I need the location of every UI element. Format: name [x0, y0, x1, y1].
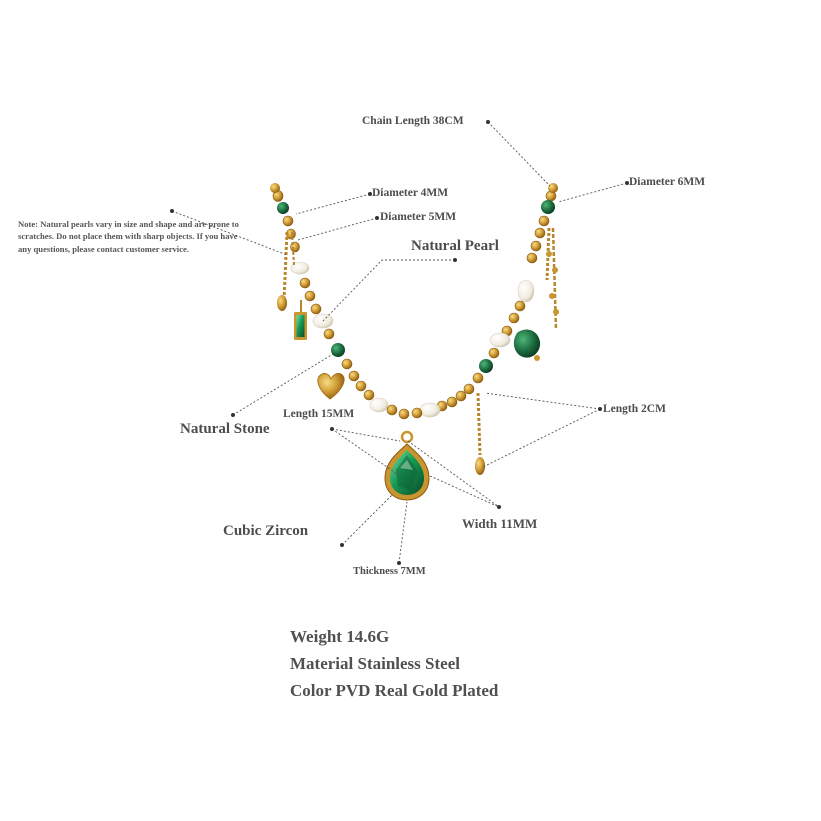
leader-lines — [171, 121, 628, 564]
right-small-tassel — [475, 392, 485, 475]
natural-pearl-label: Natural Pearl — [411, 238, 499, 254]
right-ornate-tassel — [545, 227, 559, 331]
pearl-bead — [290, 261, 310, 275]
gold-bead — [282, 215, 294, 227]
pearl-bead — [419, 402, 441, 418]
pearl-bead — [369, 397, 389, 413]
gold-bead — [398, 408, 410, 420]
natural-stone-label: Natural Stone — [180, 421, 270, 437]
gold-bead — [538, 215, 550, 227]
gold-bead — [446, 396, 458, 408]
spec-material: Material Stainless Steel — [290, 654, 460, 673]
gold-bead — [355, 380, 367, 392]
spec-weight: Weight 14.6G — [290, 627, 390, 646]
diameter-6mm-label: Diameter 6MM — [629, 176, 706, 188]
gold-bead — [348, 370, 360, 382]
gold-bead — [534, 227, 546, 239]
care-note: Note: Natural pearls vary in size and sh… — [18, 219, 239, 254]
green-nugget-charm — [513, 329, 541, 361]
gold-bead — [526, 252, 538, 264]
stone-bead — [277, 202, 289, 214]
chain-end-right — [548, 183, 558, 193]
length-2cm-label: Length 2CM — [603, 403, 666, 415]
gold-bead — [310, 303, 322, 315]
pearl-bead — [517, 279, 535, 303]
baguette-charm — [294, 300, 307, 340]
chain-beads — [272, 190, 557, 420]
gold-bead — [463, 383, 475, 395]
gold-bead — [304, 290, 316, 302]
chain-end-left — [270, 183, 280, 193]
length-15mm-label: Length 15MM — [283, 408, 355, 420]
gold-bead — [508, 312, 520, 324]
diameter-5mm-label: Diameter 5MM — [380, 211, 457, 223]
cubic-zircon-label: Cubic Zircon — [223, 523, 309, 539]
gold-bead — [299, 277, 311, 289]
teardrop-pendant — [384, 430, 430, 501]
gold-bead — [363, 389, 375, 401]
thickness-7mm-label: Thickness 7MM — [353, 566, 426, 577]
gold-bead — [455, 390, 467, 402]
pearl-bead — [489, 332, 511, 348]
stone-bead — [541, 200, 555, 214]
diameter-4mm-label: Diameter 4MM — [372, 187, 449, 199]
stone-bead — [331, 343, 345, 357]
spec-color: Color PVD Real Gold Plated — [290, 681, 499, 700]
gold-bead — [323, 328, 335, 340]
stone-bead — [479, 359, 493, 373]
gold-bead — [411, 407, 423, 419]
gold-bead — [488, 347, 500, 359]
gold-bead — [386, 404, 398, 416]
width-11mm-label: Width 11MM — [462, 516, 538, 531]
gold-bead — [341, 358, 353, 370]
chain-length-label: Chain Length 38CM — [362, 115, 464, 127]
gold-bead — [514, 300, 526, 312]
spec-list: Weight 14.6G Material Stainless Steel Co… — [290, 623, 498, 704]
gold-bead — [472, 372, 484, 384]
left-tassel — [277, 231, 295, 311]
leader-dots — [170, 120, 629, 565]
heart-charm — [317, 372, 345, 400]
gold-bead — [530, 240, 542, 252]
